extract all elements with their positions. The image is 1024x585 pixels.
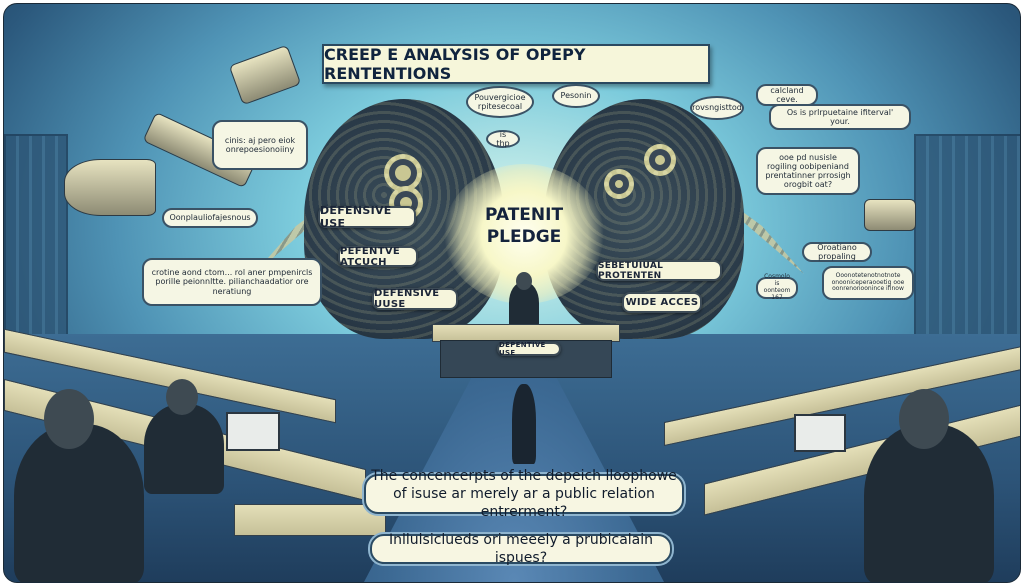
audience-head xyxy=(44,389,94,449)
label-defensive-uuse: DEFENSIVE UUSE xyxy=(372,288,458,310)
speech-bubble: Oonplauliofajesnous xyxy=(162,208,258,228)
speaker-head xyxy=(516,272,532,290)
desk-label: DEPENTIVE USE xyxy=(497,341,561,357)
megaphone-icon xyxy=(64,159,156,216)
label-defensive-use: DEFENSIVE USE xyxy=(318,204,416,230)
patent-pledge-heading: PATENIT PLEDGE xyxy=(466,204,582,248)
speech-bubble: Os is prlrpuetaine ifiterval' your. xyxy=(769,104,911,130)
gear-icon xyxy=(384,154,422,192)
audience-member xyxy=(864,424,994,582)
plug-icon xyxy=(864,199,916,231)
speech-bubble: Oroatiano propaling xyxy=(802,242,872,262)
label-pefentve-atcuch: PEFENTVE ATCUCH xyxy=(338,246,418,268)
desk-row xyxy=(234,504,386,536)
audience-head xyxy=(166,379,198,415)
bookshelf-left xyxy=(4,134,68,338)
audience-member xyxy=(14,424,144,582)
speech-bubble: rovsngisttod xyxy=(690,96,744,120)
speech-bubble: is thp xyxy=(486,130,520,148)
question-bubble-2: Inllulsiclueds ori meeely a prubicalain … xyxy=(370,532,672,566)
audience-head xyxy=(899,389,949,449)
speech-bubble: Pouvergicioe rpitesecoal xyxy=(466,86,534,118)
label-sebetuiual-protenten: SEBETUIUAL PROTENTEN xyxy=(596,260,722,281)
speech-bubble: Ooonotetenotnotnote onooniceperaooetig o… xyxy=(822,266,914,300)
title-banner: CREEP E ANALYSIS OF OPEPY RENTENTIONS xyxy=(322,44,710,84)
megaphone-icon xyxy=(228,44,302,106)
bookshelf-right xyxy=(914,134,1020,338)
speech-bubble: Cosmolo is oonteom 167 xyxy=(756,273,798,301)
gear-icon xyxy=(644,144,676,176)
standing-figure xyxy=(512,384,536,464)
question-bubble-1: The concencerpts of the depeich lloophow… xyxy=(364,468,684,520)
speech-bubble: crotine aond ctom... rol aner pmpenircls… xyxy=(142,258,322,306)
laptop-icon xyxy=(794,414,846,452)
speech-bubble: Pesonin xyxy=(552,84,600,108)
speech-bubble: cinis: aj pero eiok onrepoesionoiiny xyxy=(212,120,308,170)
gear-icon xyxy=(604,169,634,199)
label-wide-acces: WIDE ACCES xyxy=(622,292,702,313)
audience-member xyxy=(144,404,224,494)
illustration: CREEP E ANALYSIS OF OPEPY RENTENTIONS Po… xyxy=(3,3,1021,583)
laptop-icon xyxy=(226,412,280,451)
speech-bubble: calcland ceve. xyxy=(756,84,818,106)
speech-bubble: ooe pd nusisle rogiling oobipeniand pren… xyxy=(756,147,860,195)
pledge-line-2: PLEDGE xyxy=(486,227,562,247)
pledge-line-1: PATENIT xyxy=(484,205,564,225)
